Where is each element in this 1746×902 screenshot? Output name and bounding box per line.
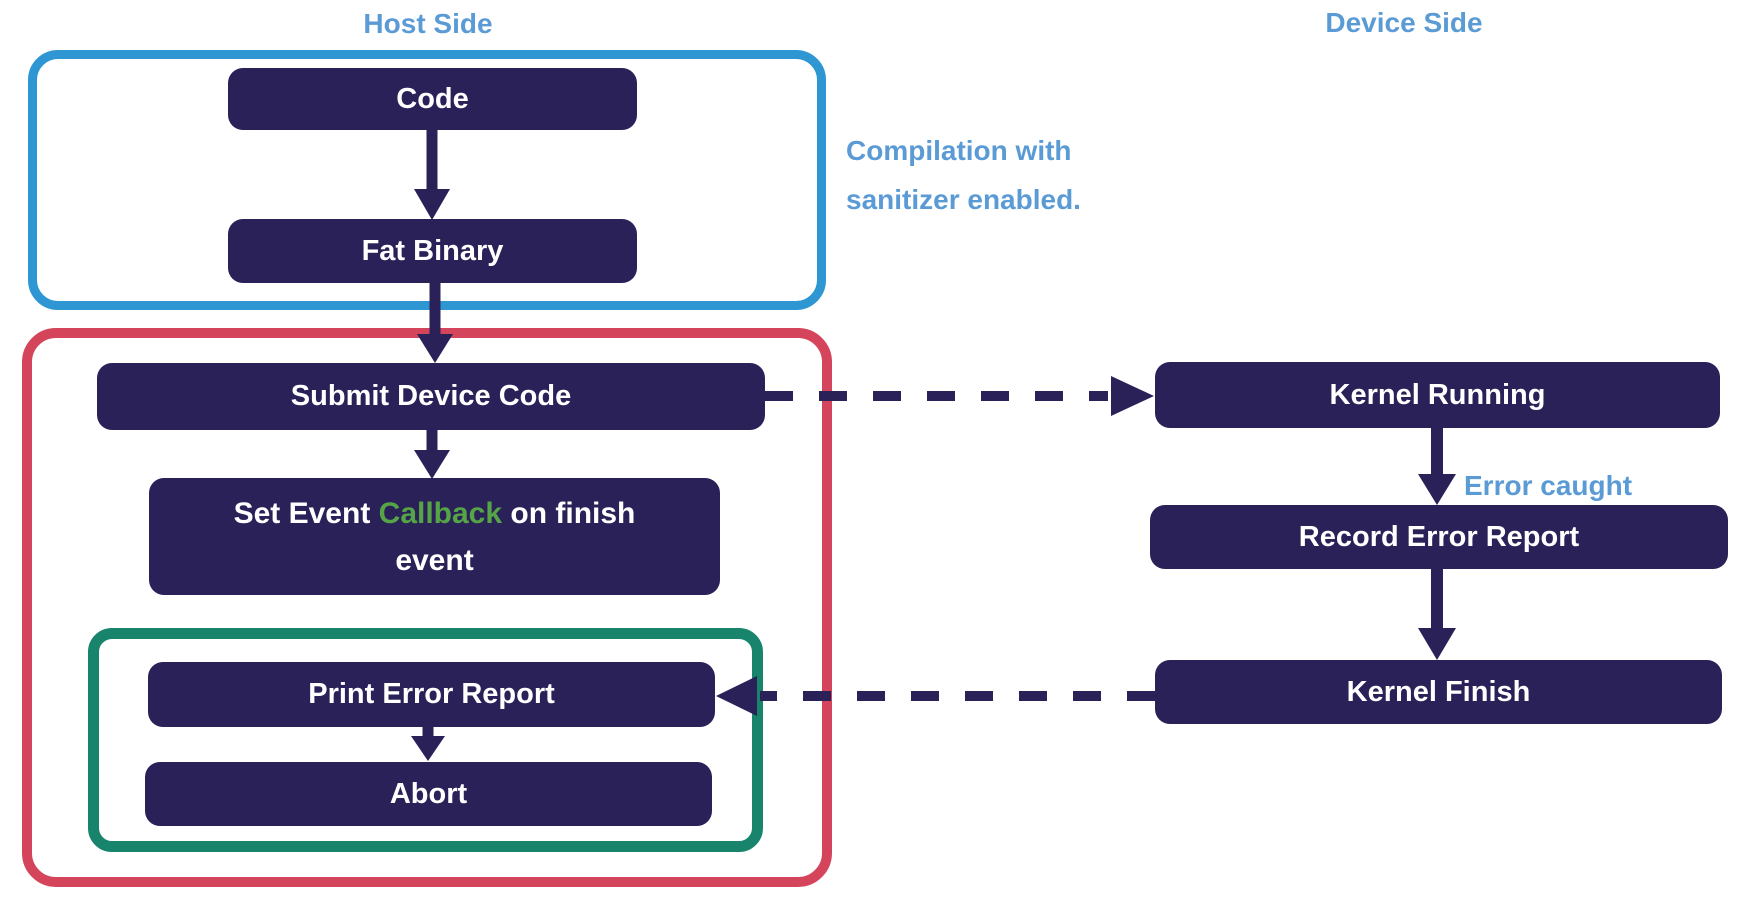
node-code: Code [228, 68, 637, 130]
node-kernel-finish: Kernel Finish [1155, 660, 1722, 724]
node-kernel-running: Kernel Running [1155, 362, 1720, 428]
host-runtime-group-outline [22, 328, 832, 887]
set-event-line1: Set Event Callback on finish [233, 496, 636, 530]
device-side-title: Device Side [1325, 7, 1483, 38]
callback-highlight: Callback [378, 496, 503, 530]
error-handling-group-outline [88, 628, 763, 852]
node-abort: Abort [145, 762, 712, 826]
compilation-group-outline [28, 50, 826, 310]
set-event-line2: event [395, 543, 474, 577]
host-side-title: Host Side [363, 8, 493, 39]
node-print-error-report: Print Error Report [148, 662, 715, 727]
node-submit-device-code: Submit Device Code [97, 363, 765, 430]
error-caught-label: Error caught [1464, 470, 1633, 501]
arrow-kernel-running-to-record [1418, 426, 1456, 505]
node-set-event-callback: Set Event Callback on finish event [149, 478, 720, 595]
node-record-error-report: Record Error Report [1150, 505, 1728, 569]
arrow-record-to-kernel-finish [1418, 567, 1456, 660]
compilation-note: Compilation with sanitizer enabled. [846, 135, 1081, 215]
node-fat-binary: Fat Binary [228, 219, 637, 283]
